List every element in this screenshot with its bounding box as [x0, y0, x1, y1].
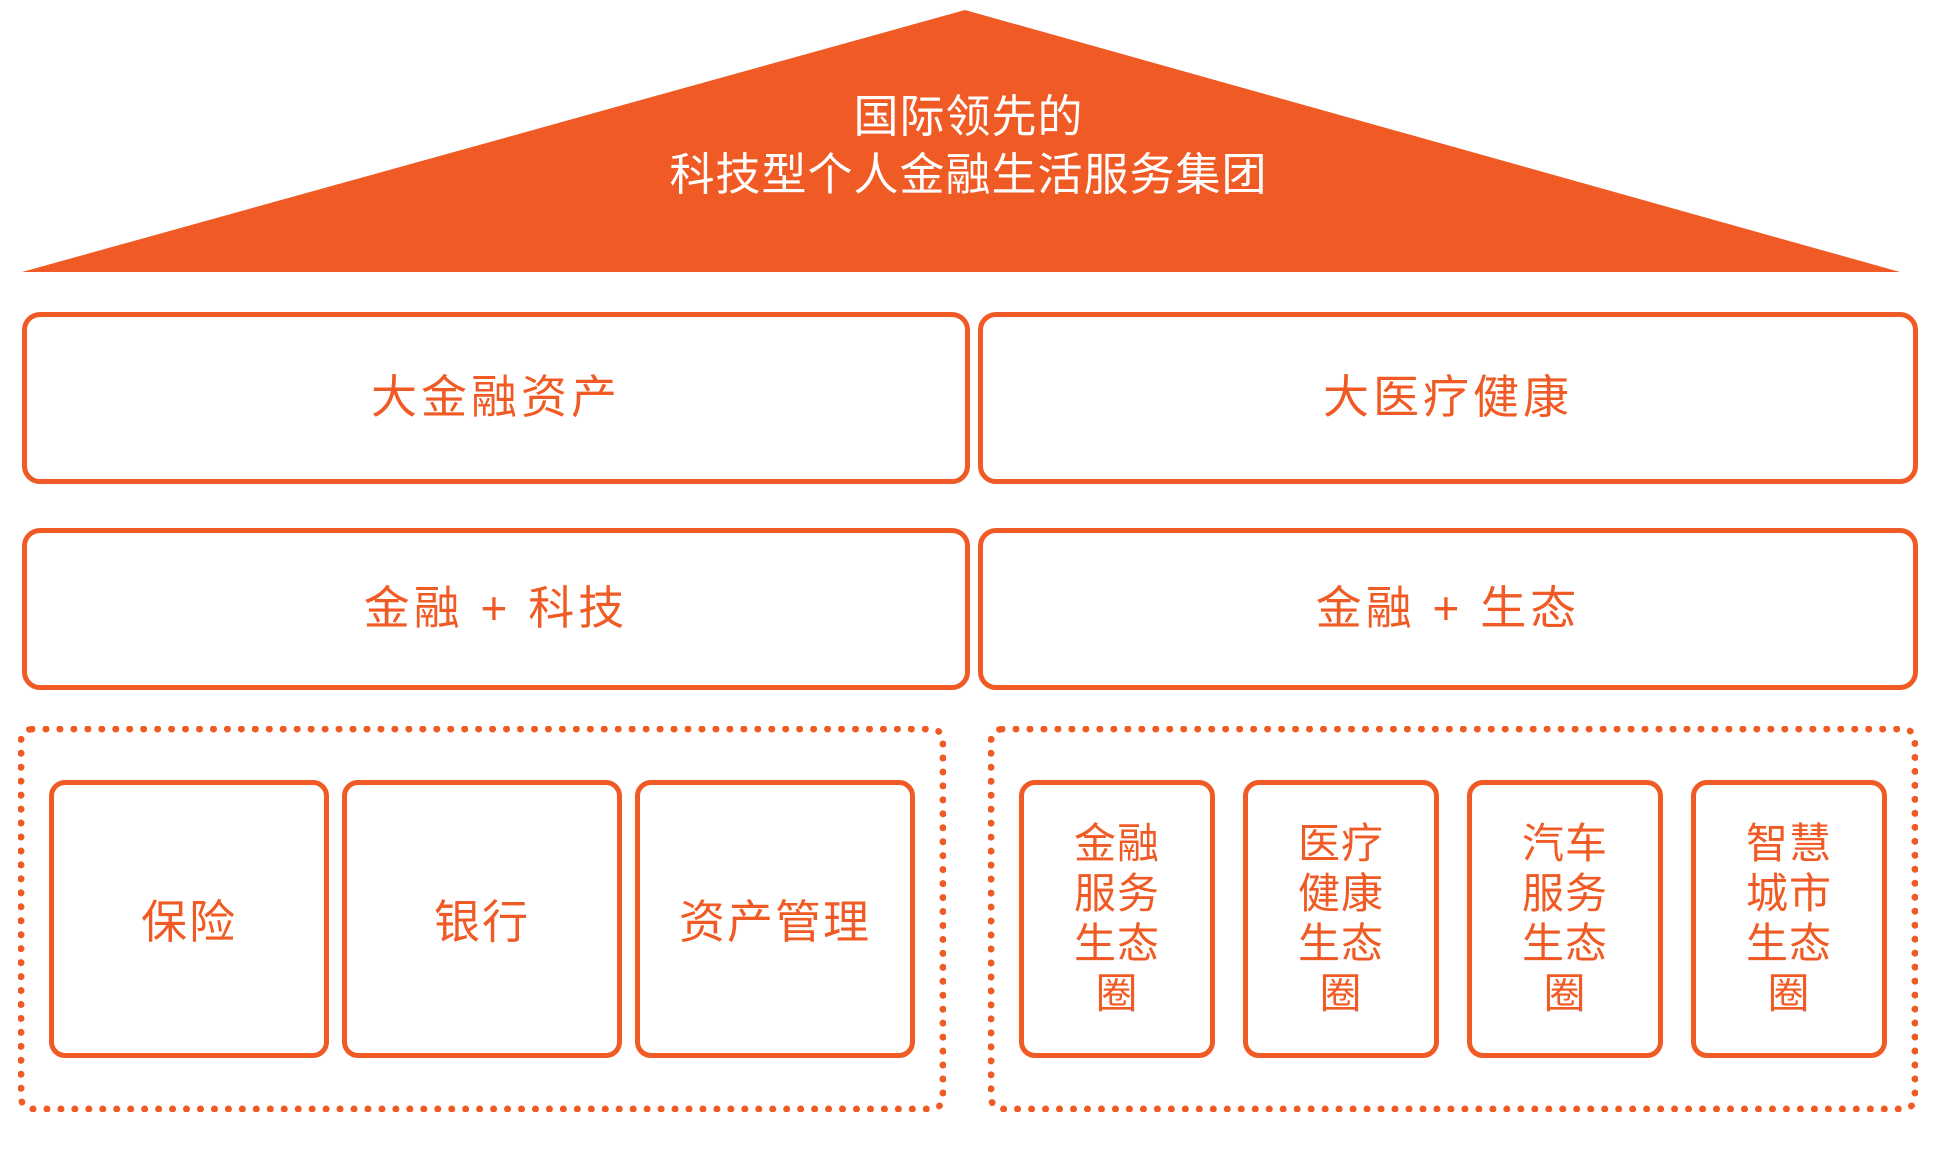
tier3-right-item-3[interactable]: 智慧城市生态圈: [1691, 780, 1887, 1058]
tier3-left-row: 保险 银行 资产管理: [25, 733, 939, 1105]
tier3-right-item-1-label: 医疗健康生态圈: [1297, 820, 1384, 1017]
tier3-right-item-0-label: 金融服务生态圈: [1073, 820, 1160, 1017]
tier2-left-label: 金融 + 科技: [363, 582, 629, 635]
roof-triangle-shape: [22, 10, 1900, 272]
tier3-right-item-3-label: 智慧城市生态圈: [1745, 820, 1832, 1017]
tier1-right-card[interactable]: 大医疗健康: [978, 312, 1918, 484]
tier3-left-item-2[interactable]: 资产管理: [635, 780, 915, 1058]
roof-vision-text: 国际领先的 科技型个人金融生活服务集团: [669, 91, 1268, 200]
tier3-left-item-1-label: 银行: [434, 896, 530, 948]
tier1-left-label: 大金融资产: [371, 371, 621, 424]
tier2-left-card[interactable]: 金融 + 科技: [22, 528, 970, 690]
tier1-left-card[interactable]: 大金融资产: [22, 312, 970, 484]
tier2-right-card[interactable]: 金融 + 生态: [978, 528, 1918, 690]
tier3-left-group: 保险 银行 资产管理: [18, 726, 946, 1112]
tier2-right-label: 金融 + 生态: [1315, 582, 1581, 635]
tier3-right-item-2[interactable]: 汽车服务生态圈: [1467, 780, 1663, 1058]
tier3-left-item-1[interactable]: 银行: [342, 780, 622, 1058]
tier3-left-item-0-label: 保险: [141, 896, 237, 948]
tier3-left-item-0[interactable]: 保险: [49, 780, 329, 1058]
tier3-right-row: 金融服务生态圈 医疗健康生态圈 汽车服务生态圈 智慧城市生态圈: [995, 733, 1911, 1105]
tier1-right-label: 大医疗健康: [1323, 371, 1573, 424]
tier3-right-item-1[interactable]: 医疗健康生态圈: [1243, 780, 1439, 1058]
tier3-right-item-0[interactable]: 金融服务生态圈: [1019, 780, 1215, 1058]
roof-banner: 国际领先的 科技型个人金融生活服务集团: [0, 0, 1937, 285]
tier3-right-item-2-label: 汽车服务生态圈: [1521, 820, 1608, 1017]
tier3-left-item-2-label: 资产管理: [679, 896, 871, 948]
tier3-right-group: 金融服务生态圈 医疗健康生态圈 汽车服务生态圈 智慧城市生态圈: [988, 726, 1918, 1112]
